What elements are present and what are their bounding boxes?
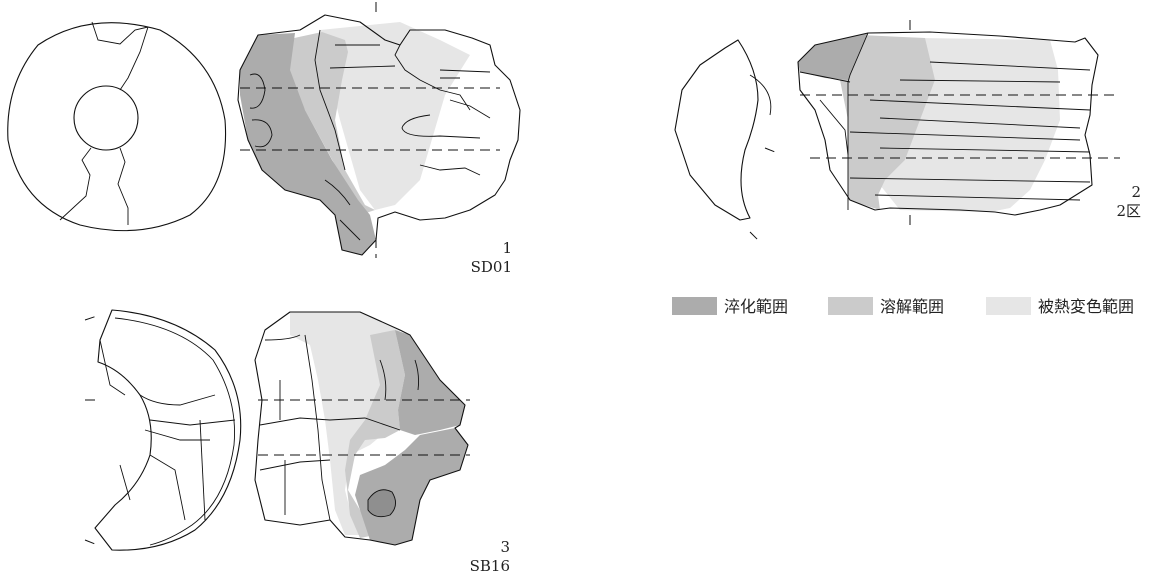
figure-1: 1 SD01 [7,2,521,276]
figure-3-quench-zone [395,330,465,435]
figure-3-heat-zone [290,312,400,535]
figure-3-code: SB16 [470,557,510,575]
figure-3-nodule [367,489,396,518]
legend-label-quench: 淬化範囲 [724,297,788,316]
figure-2-number: 2 [1131,183,1141,201]
legend-swatch-quench [672,297,717,315]
legend: 淬化範囲 溶解範囲 被熱変色範囲 [672,297,1134,316]
figure-3-dissolve-zone [345,330,405,538]
figure-2-exterior-view [797,20,1120,228]
legend-swatch-heat [986,297,1031,315]
figure-1-dissolve-zone [285,32,375,215]
figure-2-quench-zone [798,33,868,80]
figure-1-section-view [7,21,227,232]
figure-1-number: 1 [502,239,512,257]
figure-2: 2 2区 [674,20,1141,241]
figure-2-dissolve-zone [840,35,935,210]
figure-3-section-view [84,309,242,551]
figure-3-number: 3 [500,538,510,556]
figure-3: 3 SB16 [84,309,510,575]
figure-1-heat-zone [320,22,470,210]
legend-swatch-dissolve [828,297,873,315]
figure-2-code: 2区 [1116,202,1141,220]
legend-label-dissolve: 溶解範囲 [880,297,944,316]
figure-2-section-view [674,39,776,241]
legend-label-heat: 被熱変色範囲 [1038,297,1134,316]
figure-1-exterior-view [237,2,521,258]
figure-1-code: SD01 [471,258,512,276]
figure-3-quench-zone-lower [355,428,468,545]
figure-3-exterior-view [254,311,470,546]
